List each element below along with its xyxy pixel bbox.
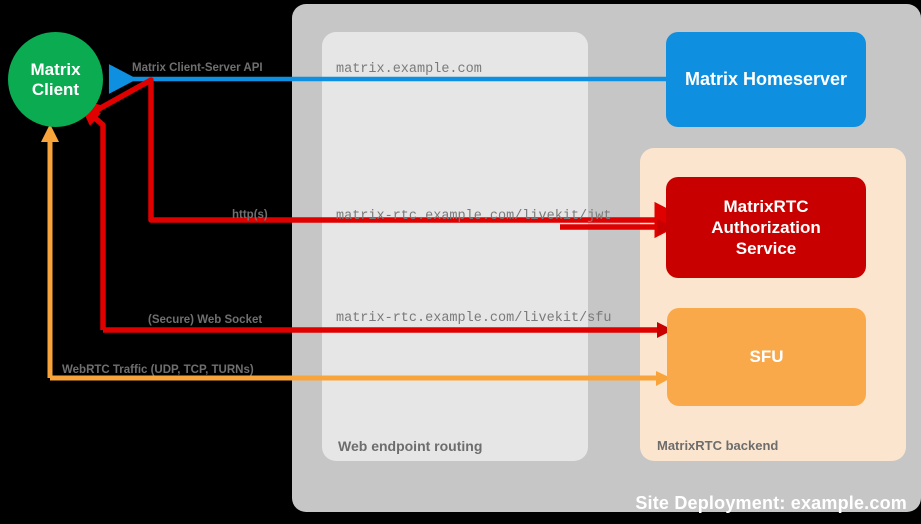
connector-label-http-s: http(s)	[232, 209, 268, 221]
connector-label-secure-web-socket: (Secure) Web Socket	[148, 314, 263, 326]
site-deployment-label: Site Deployment: example.com	[635, 493, 907, 513]
matrix-homeserver-label: Matrix Homeserver	[684, 69, 848, 89]
matrixrtc-backend-label: MatrixRTC backend	[657, 438, 779, 453]
node-matrix-client[interactable]: Matrix Client	[8, 32, 103, 127]
auth-service-label-line2: Authorization	[711, 217, 821, 237]
matrix-client-label-line2: Client	[31, 79, 80, 99]
web-endpoint-routing-label: Web endpoint routing	[338, 438, 483, 454]
endpoint-url-sfu: matrix-rtc.example.com/livekit/sfu	[336, 311, 612, 326]
node-matrix-homeserver[interactable]: Matrix Homeserver	[666, 32, 866, 127]
auth-service-label-line1: MatrixRTC	[723, 196, 809, 216]
endpoint-url-matrix: matrix.example.com	[336, 62, 482, 77]
endpoint-url-jwt: matrix-rtc.example.com/livekit/jwt	[336, 209, 612, 224]
connector-label-client-server-api: Matrix Client-Server API	[132, 62, 263, 74]
auth-service-label-line3: Service	[735, 239, 797, 259]
sfu-label: SFU	[749, 347, 784, 366]
connector-label-webrtc-traffic: WebRTC Traffic (UDP, TCP, TURNs)	[62, 364, 254, 376]
node-sfu[interactable]: SFU	[667, 308, 866, 406]
matrix-client-label-line1: Matrix	[30, 59, 81, 79]
web-endpoint-routing-group	[322, 32, 588, 461]
node-matrixrtc-authorization-service[interactable]: MatrixRTC Authorization Service	[666, 177, 866, 278]
